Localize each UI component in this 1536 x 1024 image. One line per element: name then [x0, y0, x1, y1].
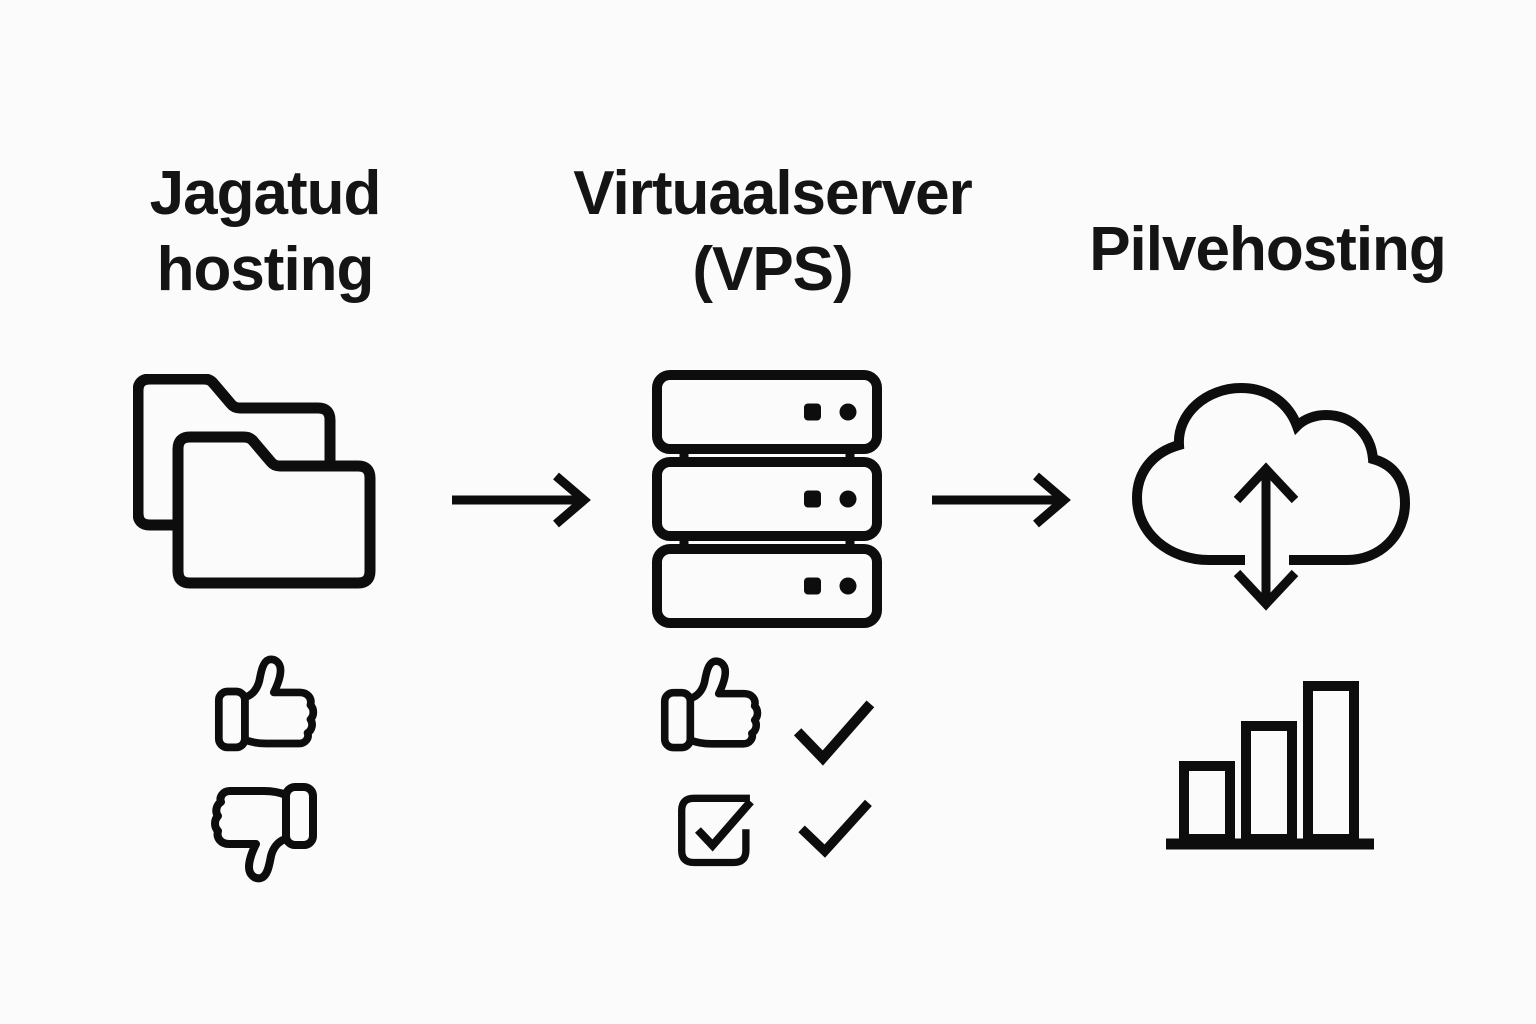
bar-chart-icon: [1164, 680, 1376, 852]
title-line: Jagatud: [149, 159, 382, 228]
column-title-vps: Virtuaalserver (VPS): [545, 156, 1000, 308]
thumbs-up-icon: [660, 656, 766, 754]
checkmark-icon: [792, 694, 876, 766]
column-title-shared-hosting: Jagatud hosting: [40, 156, 490, 308]
thumbs-down-icon: [206, 780, 318, 884]
column-title-cloud-hosting: Pilvehosting: [1040, 212, 1495, 288]
thumbs-up-icon: [214, 654, 322, 754]
server-stack-icon: [652, 370, 882, 628]
title-line: (VPS): [692, 235, 853, 304]
checkbox-checked-icon: [674, 791, 756, 869]
title-line: hosting: [156, 235, 375, 304]
checkmark-icon: [796, 796, 874, 858]
cloud-sync-icon: [1115, 366, 1417, 616]
title-line: Pilvehosting: [1089, 215, 1447, 284]
title-line: Virtuaalserver: [573, 159, 972, 228]
folders-icon: [133, 374, 379, 596]
arrow-right-icon: [448, 468, 596, 532]
arrow-right-icon: [928, 468, 1076, 532]
